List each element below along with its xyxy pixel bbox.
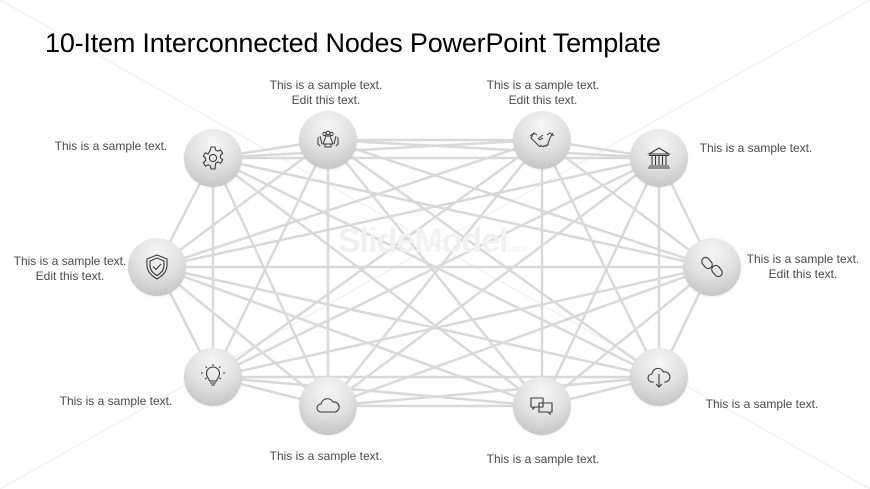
edge-gear-cloud: [211, 157, 330, 407]
chat-bubbles-icon: [530, 397, 553, 416]
node-label-bulb: This is a sample text.: [59, 394, 173, 408]
edge-chat-shield: [156, 265, 543, 408]
node-label-chat: This is a sample text.: [486, 452, 600, 466]
node-label-handshake: This is a sample text. Edit this text.: [486, 78, 600, 107]
edge-handshake-link: [541, 138, 713, 269]
node-label-link: This is a sample text. Edit this text.: [746, 252, 860, 281]
node-gear: [184, 129, 242, 187]
node-download: [630, 348, 688, 406]
edge-cloud-shield: [156, 266, 329, 407]
edge-handshake-cloud: [327, 139, 543, 407]
gear-icon: [202, 146, 224, 170]
edge-meeting-download: [327, 138, 660, 379]
edge-handshake-shield: [156, 138, 543, 269]
edge-link-cloud: [327, 265, 713, 408]
edge-chat-bulb: [212, 375, 543, 408]
edge-link-chat: [541, 266, 713, 407]
node-handshake: [513, 111, 571, 169]
slide-title: 10-Item Interconnected Nodes PowerPoint …: [45, 28, 661, 58]
watermark: SlideModel.com: [338, 222, 526, 260]
node-meeting: [299, 111, 357, 169]
lightbulb-icon: [201, 364, 225, 386]
cloud-icon: [316, 398, 340, 413]
node-shield: [128, 238, 186, 296]
edge-bank-cloud: [327, 156, 660, 408]
cloud-download-icon: [647, 367, 671, 388]
node-chat: [513, 377, 571, 435]
edge-handshake-bulb: [212, 138, 543, 379]
edge-bank-shield: [156, 156, 660, 269]
edge-meeting-link: [327, 138, 713, 269]
edges: [155, 138, 714, 408]
edge-link-bulb: [212, 265, 713, 379]
edge-download-shield: [156, 265, 660, 379]
handshake-icon: [529, 132, 555, 148]
node-bulb: [184, 348, 242, 406]
edge-gear-chat: [212, 157, 543, 407]
shield-check-icon: [146, 254, 168, 280]
node-label-bank: This is a sample text.: [699, 141, 813, 155]
node-label-gear: This is a sample text.: [54, 139, 168, 153]
node-cloud: [299, 377, 357, 435]
chain-link-icon: [701, 256, 723, 278]
edge-meeting-bulb: [211, 139, 330, 378]
node-label-cloud: This is a sample text.: [269, 449, 383, 463]
bank-icon: [647, 147, 671, 169]
edge-gear-link: [212, 156, 713, 269]
node-label-shield: This is a sample text. Edit this text.: [13, 254, 127, 283]
edge-download-cloud: [327, 375, 660, 408]
node-link: [683, 238, 741, 296]
edge-gear-handshake: [212, 138, 543, 160]
meeting-table-icon: [317, 130, 339, 148]
edge-meeting-shield: [156, 138, 329, 269]
node-label-download: This is a sample text.: [705, 397, 819, 411]
edge-meeting-bank: [327, 138, 660, 160]
edge-bank-chat: [540, 157, 661, 407]
node-bank: [630, 129, 688, 187]
node-label-meeting: This is a sample text. Edit this text.: [269, 78, 383, 107]
